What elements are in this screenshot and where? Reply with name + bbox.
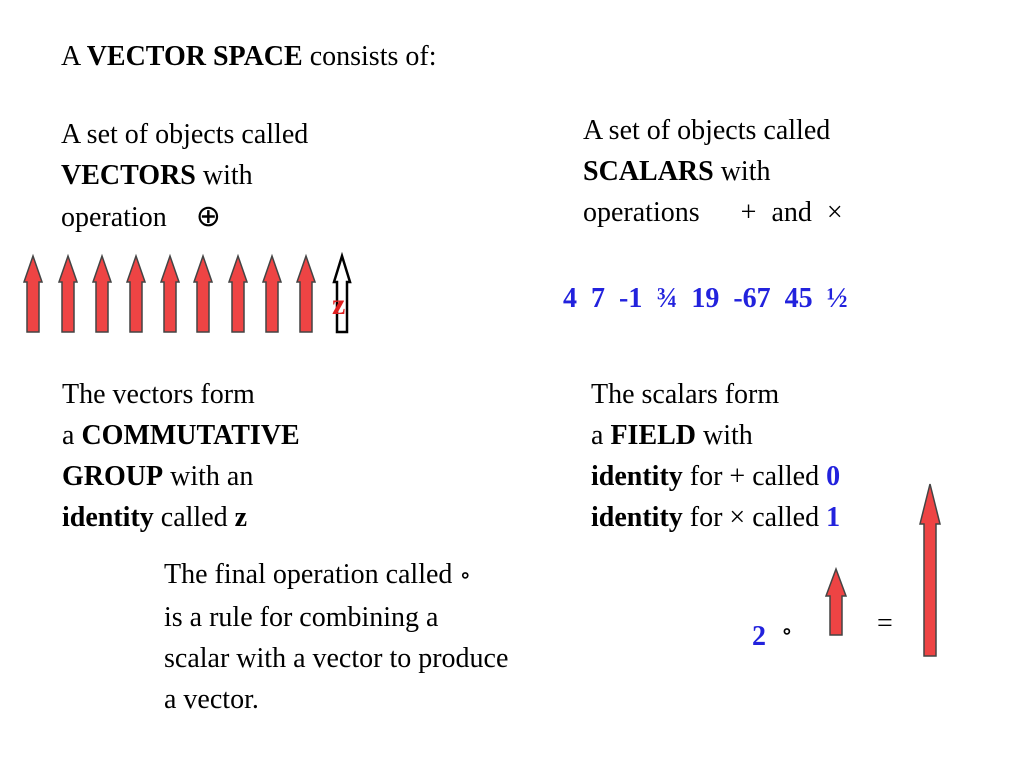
scalar-example: 7 [591, 283, 605, 314]
vector-arrow [57, 253, 79, 333]
zero-vector-label: z [332, 288, 346, 321]
zero-vector-outline [332, 251, 352, 334]
times-symbol: × [826, 197, 843, 228]
field-description: The scalars form a FIELD with identity f… [591, 374, 840, 538]
scalar-example: ¾ [656, 283, 678, 314]
group-identity: identity [62, 502, 154, 533]
final-line3: scalar with a vector to produce [164, 643, 509, 674]
vector-arrow [159, 253, 181, 333]
field-identity-times: identity [591, 502, 683, 533]
scalars-line2: SCALARS with [583, 151, 843, 192]
field-line4: identity for × called 1 [591, 497, 840, 538]
group-description: The vectors form a COMMUTATIVE GROUP wit… [62, 374, 300, 538]
vectors-line1: A set of objects called [61, 119, 309, 150]
vectors-line2: VECTORS with [61, 155, 308, 196]
example-equals: = [877, 608, 893, 639]
group-line4: identity called z [62, 497, 300, 538]
example-scalar: 2 [752, 621, 766, 652]
vector-arrow [227, 253, 249, 333]
vector-arrow [125, 253, 147, 333]
field-identity-plus: identity [591, 461, 683, 492]
vector-arrow [261, 253, 283, 333]
page-title: A VECTOR SPACE consists of: [61, 36, 436, 77]
example-op-symbol: ∘ [781, 619, 793, 645]
group-line1: The vectors form [62, 379, 255, 410]
title-suffix: consists of: [309, 41, 437, 72]
scalars-line1: A set of objects called [583, 115, 831, 146]
scalar-example: ½ [826, 283, 848, 314]
scalar-example: 19 [691, 283, 720, 314]
vector-arrow [91, 253, 113, 333]
group-line2-prefix: a [62, 420, 75, 451]
scalar-example: 4 [563, 283, 577, 314]
vectors-description: A set of objects called VECTORS with ope… [61, 114, 308, 238]
final-line1: The final operation called ∘ [164, 554, 508, 597]
final-line2: is a rule for combining a [164, 602, 439, 633]
field-line4-mid: for × called [689, 502, 820, 533]
group-identity-var: z [234, 502, 248, 533]
scalar-examples: 4 7 -1 ¾ 19 -67 45 ½ [563, 278, 848, 319]
final-operation-description: The final operation called ∘ is a rule f… [164, 554, 508, 720]
vectors-bold: VECTORS [61, 160, 196, 191]
field-line3: identity for + called 0 [591, 456, 840, 497]
example-small-arrow [824, 566, 848, 636]
multiplicative-identity-value: 1 [826, 502, 841, 533]
group-commutative: COMMUTATIVE [81, 420, 300, 451]
and-word: and [771, 197, 812, 228]
scalar-example: 45 [784, 283, 813, 314]
example-big-arrow [919, 483, 941, 657]
title-bold: VECTOR SPACE [86, 41, 303, 72]
final-line4: a vector. [164, 684, 259, 715]
scalar-example: -1 [619, 283, 643, 314]
circle-op-symbol: ∘ [459, 563, 472, 589]
scalars-description: A set of objects called SCALARS with ope… [583, 110, 843, 233]
group-line3-suffix: with an [170, 461, 254, 492]
field-line2-suffix: with [703, 420, 753, 451]
vector-arrow [22, 253, 44, 333]
scalar-example: -67 [733, 283, 771, 314]
scalars-line3: operations + and × [583, 192, 843, 233]
scalars-operations-label: operations [583, 197, 700, 228]
field-line2: a FIELD with [591, 415, 840, 456]
final-line1-text: The final operation called [164, 559, 453, 590]
oplus-symbol: ⊕ [195, 199, 221, 234]
vector-arrow [192, 253, 214, 333]
vectors-line2-suffix: with [202, 160, 253, 191]
field-line2-prefix: a [591, 420, 604, 451]
group-line2: a COMMUTATIVE [62, 415, 300, 456]
group-line3: GROUP with an [62, 456, 300, 497]
vectors-operation-label: operation [61, 202, 167, 233]
group-word: GROUP [62, 461, 164, 492]
scalars-bold: SCALARS [583, 156, 714, 187]
group-line4-suffix: called [160, 502, 228, 533]
field-line3-mid: for + called [689, 461, 820, 492]
title-prefix: A [61, 41, 80, 72]
scalars-line2-suffix: with [720, 156, 771, 187]
field-word: FIELD [610, 420, 697, 451]
vector-arrow [295, 253, 317, 333]
plus-symbol: + [740, 197, 757, 228]
field-line1: The scalars form [591, 379, 780, 410]
vectors-line3: operation ⊕ [61, 196, 308, 238]
additive-identity-value: 0 [826, 461, 841, 492]
